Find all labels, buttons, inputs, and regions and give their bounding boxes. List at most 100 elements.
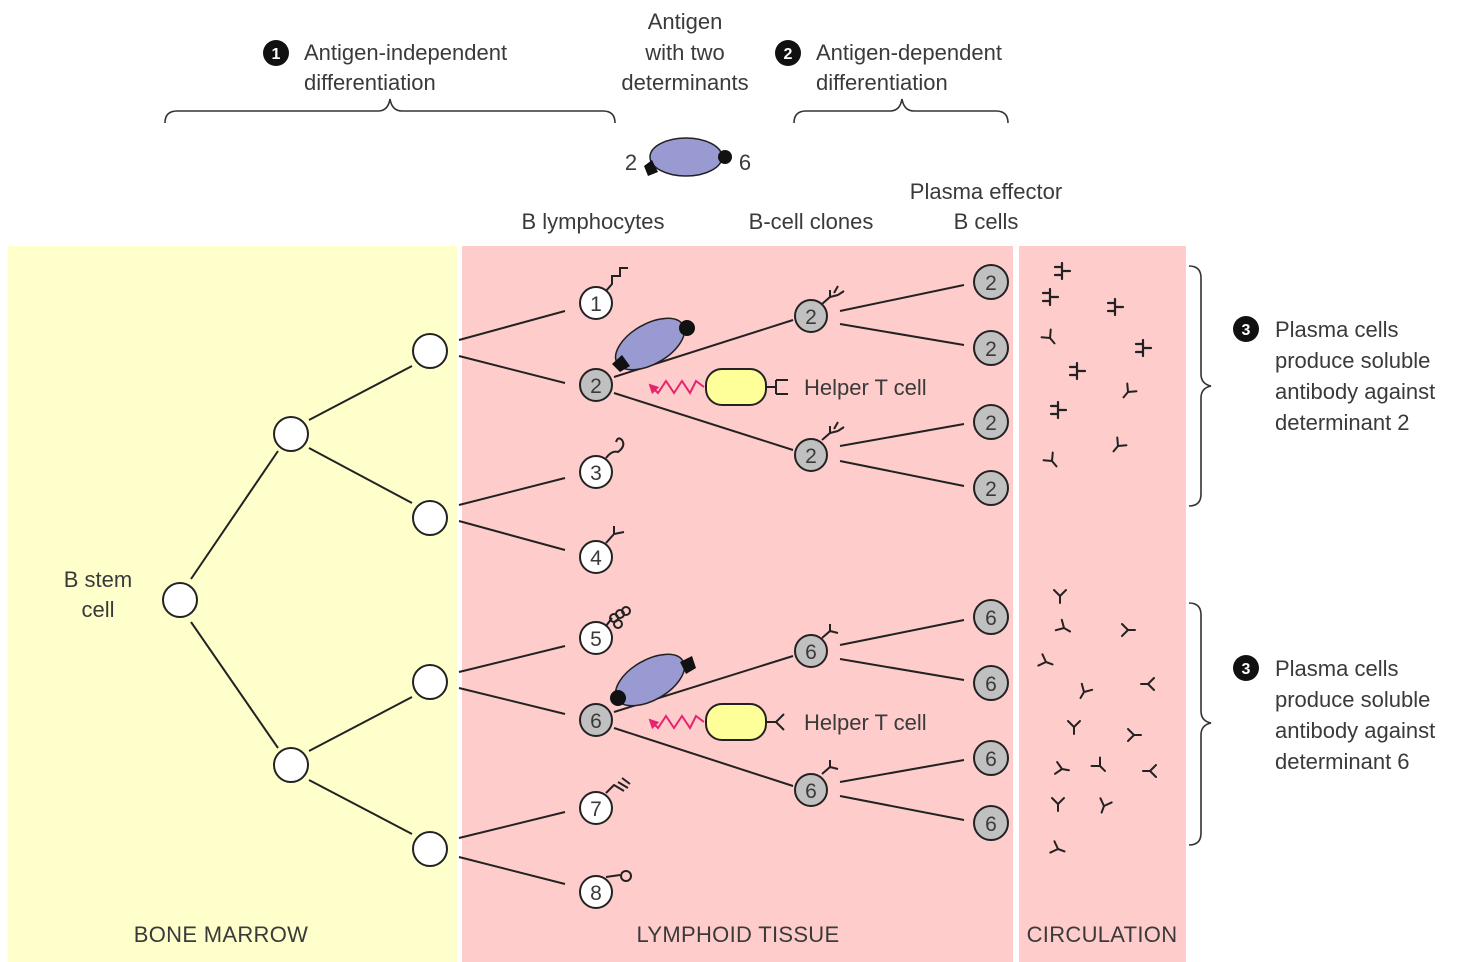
plasma-cell-2 [973,330,1009,366]
antigen-label-line1: Antigen [648,9,723,34]
precursor-cell [412,664,448,700]
b-lymphocyte-1 [579,286,613,320]
b-lymphocyte-8 [579,875,613,909]
step-3-bottom-line3: antibody against [1275,718,1435,743]
b-lymphocyte-7 [579,791,613,825]
brace-antigen-dependent [793,98,1009,124]
plasma-cell-6 [973,599,1009,635]
stem-cell-label-line1: B stem [64,567,132,592]
step-3-bottom-badge [1233,655,1259,681]
helper-t-cell-bottom [648,703,785,741]
b-stem-cell [162,582,198,618]
clone-cell-2 [794,299,828,333]
plasma-cells: 2 2 2 2 6 6 6 6 [973,264,1009,841]
region-label-bone-marrow: BONE MARROW [134,922,308,947]
step-3-bottom-number: 3 [1242,661,1251,678]
plasma-cell-label: 2 [985,338,997,361]
region-label-circulation: CIRCULATION [1027,922,1178,947]
helper-t-cell-top-label: Helper T cell [804,375,927,400]
step-2-label-line2: differentiation [816,70,948,95]
step-3-bottom-line1: Plasma cells [1275,656,1398,681]
b-cell-clones: 2 2 6 6 [794,299,828,807]
plasma-cell-6 [973,665,1009,701]
step-2-label-line1: Antigen-dependent [816,40,1002,65]
b-lymphocyte-6-label: 6 [590,710,602,733]
plasma-cell-2 [973,264,1009,300]
plasma-cell-label: 2 [985,272,997,295]
b-lymphocyte-4-label: 4 [590,547,602,570]
step-2-number: 2 [784,46,793,63]
b-lymphocyte-7-label: 7 [590,798,602,821]
b-lymphocyte-1-label: 1 [590,293,602,316]
precursor-cell [412,831,448,867]
stem-cell-label-line2: cell [81,597,114,622]
clone-cell-label: 6 [805,780,817,803]
b-lymphocyte-2-label: 2 [590,375,602,398]
precursor-cell [412,500,448,536]
b-lymphocyte-2 [579,368,613,402]
b-lymphocyte-5 [579,621,613,655]
b-lymphocyte-3 [579,455,613,489]
b-lymphocyte-5-label: 5 [590,628,602,651]
column-plasma-line2: B cells [954,209,1019,234]
clone-cell-label: 2 [805,445,817,468]
b-lymphocyte-8-label: 8 [590,882,602,905]
region-label-lymphoid-tissue: LYMPHOID TISSUE [637,922,840,947]
plasma-cell-label: 6 [985,748,997,771]
step-1-number: 1 [272,46,281,63]
bound-antigen-bottom [610,653,696,707]
column-b-lymphocytes: B lymphocytes [521,209,664,234]
column-b-cell-clones: B-cell clones [749,209,874,234]
step-1-label-line2: differentiation [304,70,436,95]
helper-t-cell-top [648,368,788,406]
step-3-bottom-line2: produce soluble [1275,687,1430,712]
plasma-cell-6 [973,740,1009,776]
step-2-badge [775,40,801,66]
plasma-cell-label: 2 [985,412,997,435]
step-3-top-line4: determinant 2 [1275,410,1410,435]
plasma-cell-6 [973,805,1009,841]
antigen-label-line3: determinants [621,70,748,95]
precursor-cell [412,333,448,369]
bound-antigen-top [612,317,695,372]
brace-determinant-2 [1188,265,1212,507]
clone-cell-6 [794,634,828,668]
b-lymphocyte-6 [579,703,613,737]
plasma-cell-label: 2 [985,478,997,501]
step-3-bottom-line4: determinant 6 [1275,749,1410,774]
step-1-badge [263,40,289,66]
receptor-shapes [605,267,845,882]
clone-cell-2 [794,438,828,472]
step-1-label-line1: Antigen-independent [304,40,507,65]
step-3-top-line3: antibody against [1275,379,1435,404]
helper-t-cell-bottom-label: Helper T cell [804,710,927,735]
bone-marrow-region [8,246,457,962]
antigen-icon [644,137,732,177]
clone-cell-6 [794,773,828,807]
antigen-label-line2: with two [644,40,724,65]
step-3-top-line1: Plasma cells [1275,317,1398,342]
b-lymphocyte-3-label: 3 [590,462,602,485]
step-3-top-number: 3 [1242,322,1251,339]
plasma-cell-label: 6 [985,673,997,696]
brace-antigen-independent [164,98,616,124]
progenitor-cell [273,416,309,452]
brace-determinant-6 [1188,602,1212,846]
plasma-cell-label: 6 [985,607,997,630]
circulation-region [1019,246,1186,962]
lymphoid-tissue-region [462,246,1013,962]
clone-cell-label: 2 [805,306,817,329]
antigen-determinant-6: 6 [739,150,751,175]
column-plasma-line1: Plasma effector [910,179,1062,204]
plasma-cell-2 [973,404,1009,440]
step-3-top-line2: produce soluble [1275,348,1430,373]
clone-cell-label: 6 [805,641,817,664]
progenitor-cell [273,747,309,783]
plasma-cell-2 [973,470,1009,506]
plasma-cell-label: 6 [985,813,997,836]
b-lymphocyte-column: 1 2 3 4 5 6 7 8 [579,286,613,909]
antigen-determinant-2: 2 [625,150,637,175]
b-lymphocyte-4 [579,540,613,574]
